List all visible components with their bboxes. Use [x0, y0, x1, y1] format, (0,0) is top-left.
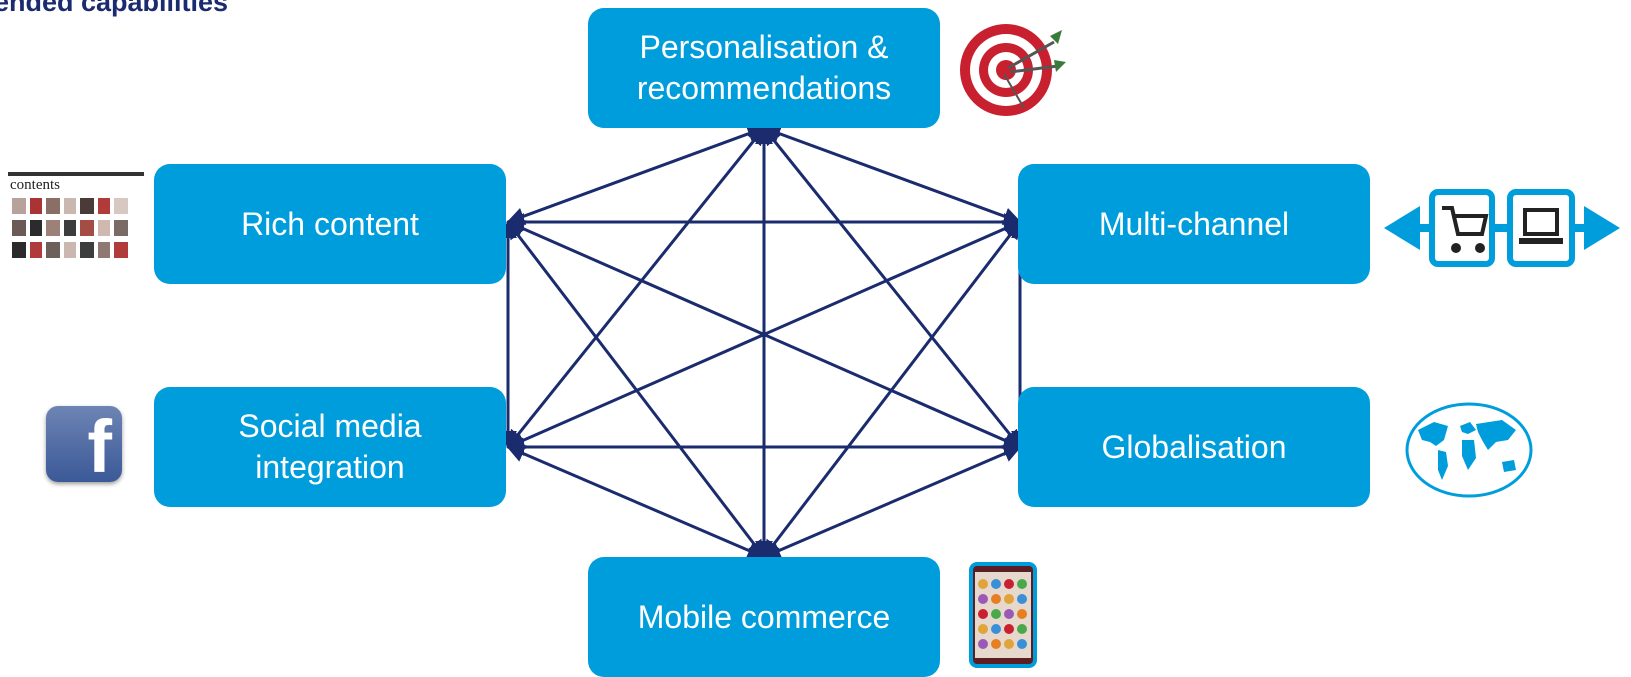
app-icon [1017, 609, 1027, 619]
app-icon [991, 579, 1001, 589]
node-label: Social media integration [238, 408, 422, 485]
connector-line [506, 220, 1022, 449]
node-personalisation: Personalisation & recommendations [588, 8, 940, 128]
node-multi-channel: Multi-channel [1018, 164, 1370, 284]
smartphone-icon [969, 562, 1037, 668]
node-rich-content: Rich content [154, 164, 506, 284]
world-map-icon [1405, 402, 1533, 498]
node-social-media: Social media integration [154, 387, 506, 507]
node-label: Globalisation [1101, 428, 1287, 465]
app-icon [978, 579, 988, 589]
facebook-icon: f [46, 405, 122, 488]
app-icon [978, 594, 988, 604]
facebook-letter: f [87, 405, 112, 488]
app-icon [1004, 624, 1014, 634]
node-label: Mobile commerce [637, 598, 891, 635]
shopping-cart-and-laptop-icon [1384, 189, 1620, 267]
connector-line [506, 126, 766, 449]
node-label: Multi-channel [1098, 205, 1290, 242]
app-icon [991, 639, 1001, 649]
app-icon [978, 639, 988, 649]
app-icon [991, 624, 1001, 634]
app-icon [978, 609, 988, 619]
connector-line [762, 126, 1022, 449]
node-globalisation: Globalisation [1018, 387, 1370, 507]
magazine-thumbnails [12, 198, 128, 258]
connector-line [506, 220, 1022, 449]
connector-line [506, 445, 766, 559]
app-icon [1017, 594, 1027, 604]
app-icon [1004, 639, 1014, 649]
connector-line [762, 220, 1022, 559]
app-icon [1017, 624, 1027, 634]
node-mobile-commerce: Mobile commerce [588, 557, 940, 677]
app-icon [1004, 579, 1014, 589]
app-icon [1017, 579, 1027, 589]
connector-line [506, 220, 766, 559]
target-with-darts-icon [960, 24, 1066, 116]
app-icon [978, 624, 988, 634]
connector-line [762, 445, 1022, 559]
connector-line [506, 125, 766, 225]
connector-line [762, 125, 1022, 225]
magazine-title: contents [10, 177, 60, 193]
app-icon [1004, 609, 1014, 619]
node-label: Rich content [241, 205, 419, 242]
app-icon [1017, 639, 1027, 649]
magazine-contents-page-icon: contents [8, 172, 144, 264]
app-icon [991, 594, 1001, 604]
page-heading: ended capabilities [0, 0, 229, 17]
node-label: Personalisation & recommendations [636, 29, 892, 106]
app-icon [991, 609, 1001, 619]
app-icon [1004, 594, 1014, 604]
